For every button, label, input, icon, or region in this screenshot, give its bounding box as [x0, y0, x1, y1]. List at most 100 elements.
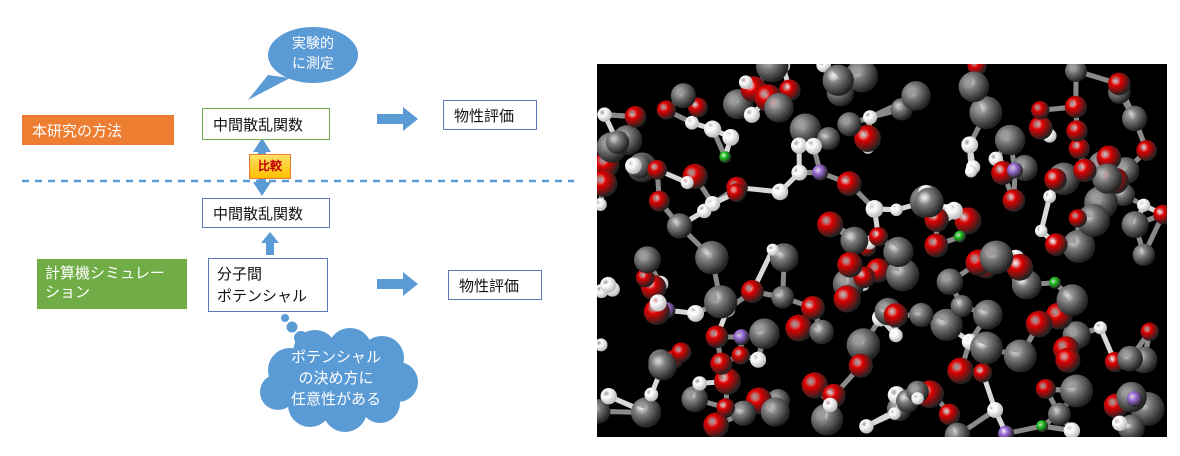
atom-sphere	[1064, 95, 1088, 118]
atom-sphere	[801, 295, 825, 320]
atom-sphere	[1136, 140, 1158, 161]
atom-sphere	[854, 125, 882, 153]
atom-sphere	[911, 392, 924, 405]
atom-sphere	[1036, 420, 1049, 433]
atom-sphere	[953, 230, 966, 243]
atom-sphere	[1064, 64, 1088, 82]
thought-cloud-text: ポテンシャル の決め方に 任意性がある	[276, 347, 396, 410]
atom-sphere	[597, 399, 611, 424]
atom-sphere	[811, 403, 844, 436]
atom-sphere	[771, 285, 795, 309]
atom-sphere	[994, 124, 1026, 156]
atom-sphere	[1056, 284, 1089, 316]
atom-sphere	[731, 346, 750, 365]
atom-sphere	[705, 325, 729, 349]
atom-sphere	[692, 376, 707, 391]
atom-sphere	[901, 81, 931, 111]
atom-sphere	[1117, 345, 1143, 372]
atom-sphere	[888, 407, 901, 420]
atom-sphere	[630, 397, 662, 428]
atom-sphere	[924, 233, 949, 258]
atom-sphere	[738, 75, 753, 90]
atom-sphere	[1028, 115, 1053, 140]
atom-sphere	[848, 353, 873, 378]
atom-sphere	[970, 331, 1003, 365]
atom-sphere	[760, 397, 790, 427]
upper-property-evaluation-box: 物性評価	[443, 100, 537, 130]
atom-sphere	[979, 240, 1014, 275]
atom-sphere	[883, 236, 914, 268]
atom-sphere	[1153, 204, 1167, 225]
atom-sphere	[644, 387, 659, 402]
atom-sphere	[766, 243, 779, 256]
atom-sphere	[1140, 322, 1159, 341]
atom-sphere	[890, 203, 903, 217]
atom-sphere	[1034, 224, 1048, 238]
atom-sphere	[944, 422, 971, 437]
atom-sphere	[1111, 415, 1128, 431]
atom-sphere	[704, 195, 721, 212]
atom-sphere	[845, 64, 879, 93]
atom-sphere	[1076, 203, 1110, 237]
atom-sphere	[987, 401, 1004, 418]
atom-sphere	[785, 314, 813, 342]
atom-sphere	[597, 338, 608, 352]
atom-sphere	[1096, 145, 1122, 171]
atom-sphere	[597, 107, 612, 122]
atom-sphere	[790, 137, 808, 154]
atom-sphere	[840, 226, 869, 255]
atom-sphere	[961, 136, 979, 154]
our-method-label: 本研究の方法	[22, 115, 174, 145]
atom-sphere	[1137, 198, 1151, 212]
atom-sphere	[605, 130, 630, 154]
atom-sphere	[936, 268, 964, 296]
atom-sphere	[846, 328, 881, 362]
atom-sphere	[964, 165, 978, 178]
atom-sphere	[859, 419, 874, 434]
atom-sphere	[945, 201, 963, 220]
atom-sphere	[837, 251, 863, 278]
atom-sphere	[883, 303, 908, 328]
atom-sphere	[635, 268, 655, 288]
atom-sphere	[1068, 138, 1090, 160]
thought-cloud-shape	[260, 314, 418, 432]
atom-sphere	[1107, 72, 1131, 96]
atom-sphere	[703, 285, 738, 319]
simulation-label: 計算機シミュレー ション	[37, 259, 187, 309]
atom-sphere	[1006, 253, 1034, 281]
atom-sphere	[1035, 378, 1056, 400]
atom-sphere	[1060, 374, 1094, 408]
atom-sphere	[1031, 101, 1050, 120]
atom-sphere	[822, 397, 838, 413]
lower-scattering-function-box: 中間散乱関数	[202, 198, 330, 228]
atom-sphere	[733, 329, 750, 346]
bubble-line-2: に測定	[292, 56, 334, 72]
atom-sphere	[969, 96, 1003, 130]
atom-sphere	[649, 294, 667, 312]
atom-sphere	[730, 400, 757, 426]
atom-sphere	[889, 328, 903, 343]
atom-sphere	[695, 240, 729, 275]
atom-sphere	[950, 294, 973, 318]
atom-sphere	[722, 129, 740, 146]
experimental-bubble-text: 実験的 に測定	[268, 34, 358, 74]
atom-sphere	[727, 183, 746, 203]
atom-sphere	[648, 351, 678, 381]
atom-sphere	[868, 227, 889, 247]
atom-sphere	[836, 171, 862, 197]
atom-sphere	[1044, 233, 1068, 256]
atom-sphere	[597, 170, 618, 197]
atom-sphere	[998, 425, 1015, 437]
atom-sphere	[1006, 162, 1023, 179]
atom-sphere	[1121, 105, 1148, 132]
atom-sphere	[756, 64, 789, 83]
atom-sphere	[719, 151, 732, 164]
atom-sphere	[1092, 163, 1123, 194]
potential-line-1: 分子間	[217, 265, 263, 283]
atom-sphere	[1132, 243, 1156, 267]
atom-sphere	[930, 308, 963, 341]
atom-sphere	[666, 213, 693, 239]
atom-sphere	[862, 110, 878, 125]
atom-sphere	[972, 299, 1003, 330]
atom-sphere	[809, 319, 834, 345]
